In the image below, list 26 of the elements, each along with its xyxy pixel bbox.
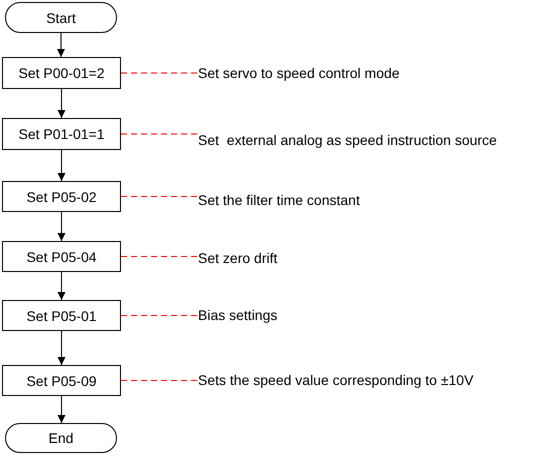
arrow	[58, 212, 66, 242]
terminal-box: Start	[5, 2, 117, 33]
arrow	[58, 330, 66, 366]
process-box: Set P05-01	[2, 300, 121, 331]
annotation-text: Set the filter time constant	[198, 191, 360, 210]
annotation-text: Sets the speed value corresponding to ±10V	[198, 371, 474, 390]
leader-line	[120, 256, 198, 257]
arrow	[58, 150, 66, 182]
annotation-text: Set external analog as speed instruction source	[198, 131, 497, 150]
process-box: Set P05-09	[2, 365, 121, 396]
process-box: Set P05-02	[2, 181, 121, 212]
process-box: Set P00-01=2	[2, 57, 121, 89]
annotation-text: Bias settings	[198, 306, 278, 325]
terminal-box: End	[5, 423, 117, 453]
arrow	[58, 396, 66, 424]
leader-line	[120, 315, 198, 316]
arrow	[58, 88, 66, 118]
arrow	[58, 272, 66, 300]
process-box: Set P05-04	[2, 241, 121, 272]
leader-line	[120, 196, 198, 197]
leader-line	[120, 72, 198, 74]
process-box: Set P01-01=1	[2, 118, 121, 150]
leader-line	[120, 380, 198, 381]
annotation-text: Set zero drift	[198, 249, 278, 268]
arrow	[57, 32, 65, 58]
annotation-text: Set servo to speed control mode	[198, 64, 400, 83]
